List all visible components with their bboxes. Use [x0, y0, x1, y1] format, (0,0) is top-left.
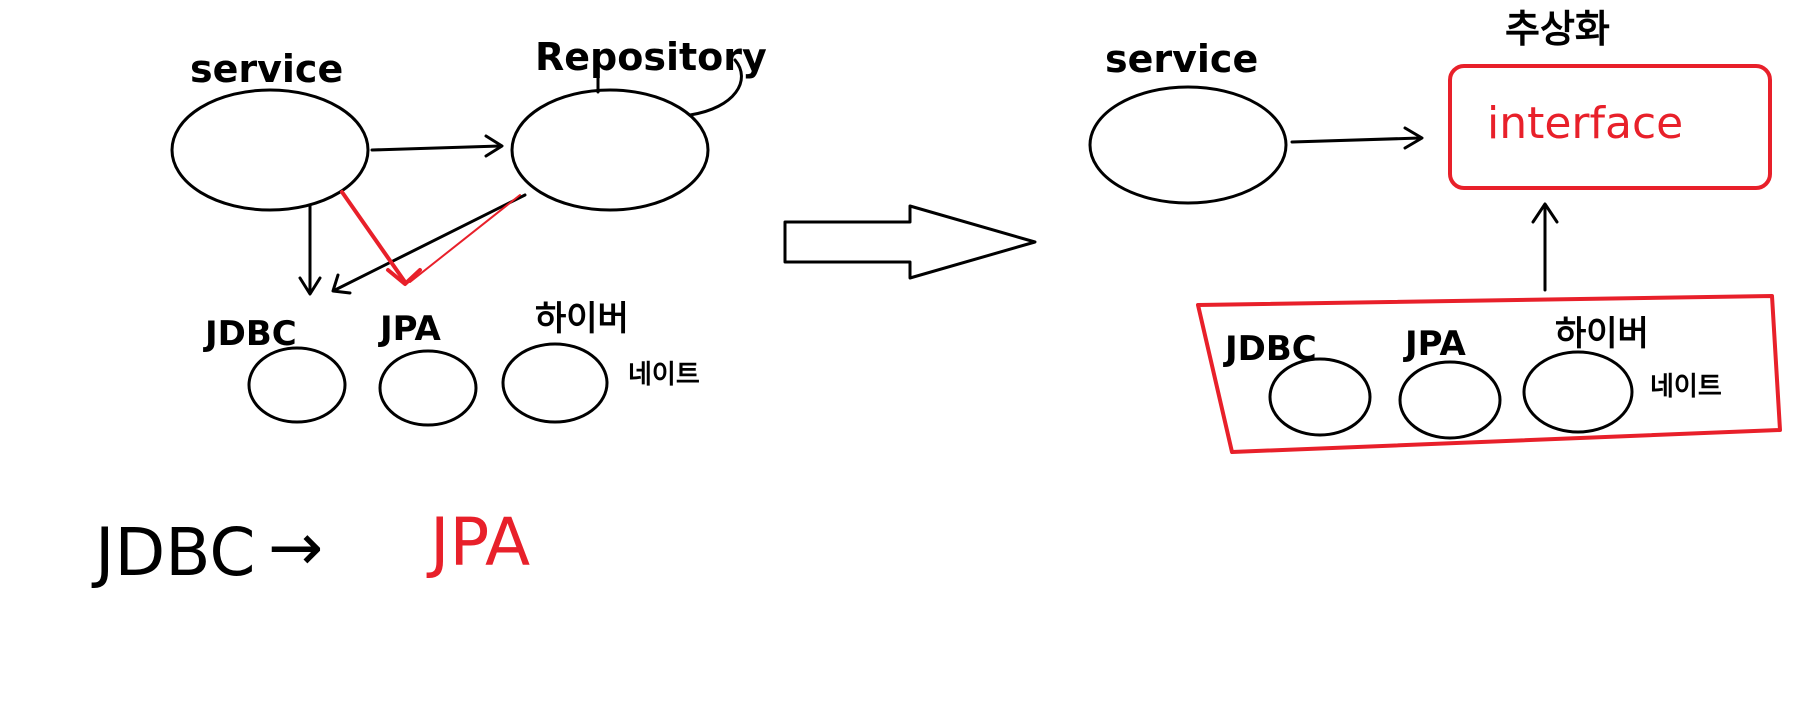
left-service-label: service — [190, 47, 343, 91]
right-hibernate-node — [1522, 350, 1634, 434]
right-impl-group-box — [1196, 294, 1782, 454]
left-jpa-node — [378, 349, 478, 427]
right-service-to-interface-arrow — [1290, 136, 1422, 144]
left-repo-to-jpa-red-line — [409, 194, 521, 283]
left-service-to-jdbc-arrowhead — [298, 276, 322, 296]
left-jpa-label: JPA — [378, 309, 441, 349]
left-repository-label: Repository — [535, 35, 767, 79]
left-service-to-repo-arrowhead — [484, 134, 504, 158]
bottom-note-to: JPA — [426, 504, 530, 581]
right-service-label: service — [1105, 37, 1258, 81]
right-jpa-label: JPA — [1403, 324, 1466, 364]
right-jdbc-label: JDBC — [1223, 329, 1317, 369]
left-service-to-jpa-red-arrow — [340, 190, 407, 284]
left-service-to-repo-arrow — [370, 144, 502, 152]
right-interface-label: interface — [1487, 98, 1683, 149]
left-hibernate-label-line2: 네이트 — [628, 360, 700, 390]
right-interface-box — [1448, 64, 1772, 190]
bottom-note: JDBC → JPA — [91, 504, 530, 591]
right-abstraction-label: 추상화 — [1505, 7, 1610, 51]
bottom-note-arrow: → — [268, 509, 323, 586]
left-repo-to-jdbc-arrow — [333, 193, 527, 292]
left-jdbc-label: JDBC — [203, 314, 297, 354]
bottom-note-from: JDBC — [91, 514, 256, 591]
right-impl-to-interface-arrowhead — [1531, 202, 1559, 224]
left-hibernate-node — [501, 342, 609, 424]
right-service-to-interface-arrowhead — [1403, 126, 1424, 150]
transition-arrow — [783, 204, 1037, 280]
right-jpa-node — [1398, 360, 1502, 440]
left-repository-curl — [688, 58, 743, 117]
left-service-to-jpa-red-arrowhead — [386, 268, 422, 286]
right-hibernate-label-line1: 하이버 — [1555, 314, 1649, 354]
right-hibernate-label-line2: 네이트 — [1650, 372, 1722, 402]
left-service-node — [170, 88, 370, 212]
right-diagram: service 추상화 interface JDBC JPA 하이버 네이트 — [1088, 7, 1782, 454]
right-service-node — [1088, 85, 1288, 205]
left-diagram: service Repository JDBC JPA 하이버 네이트 — [170, 35, 767, 427]
right-jdbc-node — [1268, 357, 1372, 437]
left-repository-node — [510, 88, 710, 212]
left-repo-to-jdbc-arrowhead — [331, 273, 352, 295]
left-jdbc-node — [247, 346, 347, 424]
left-hibernate-label-line1: 하이버 — [535, 299, 629, 339]
